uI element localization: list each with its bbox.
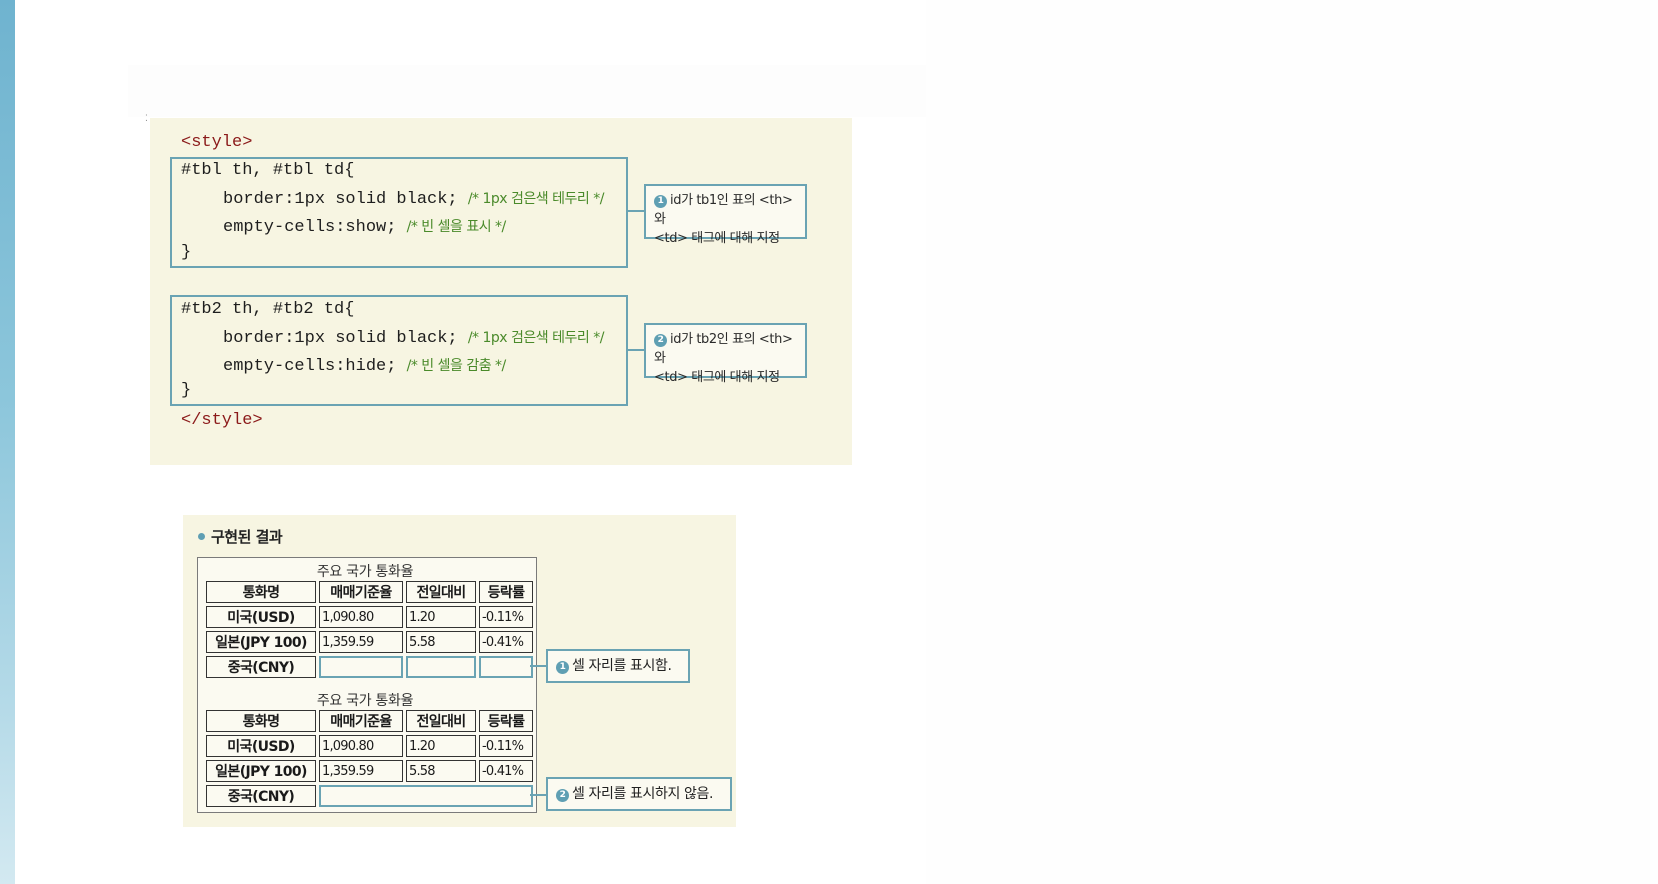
left-decorative-bar (0, 0, 15, 884)
header-cell: 통화명 (206, 710, 316, 732)
empty-cell-shown (406, 656, 476, 678)
right-blank-area (926, 0, 1658, 884)
block1-border-line: border:1px solid black; /* 1px 검은색 테두리 *… (223, 190, 605, 209)
callout-1-line1: id가 tb1인 표의 <th>와 (654, 193, 793, 227)
block2-close: } (181, 381, 192, 400)
style-close-tag: </style> (181, 411, 263, 430)
header-cell: 전일대비 (406, 710, 476, 732)
header-cell: 매매기준율 (319, 581, 403, 603)
number-badge-2: 2 (556, 789, 569, 802)
style-open-tag: <style> (181, 133, 253, 152)
rendered-result-box (197, 557, 537, 813)
table-row: 일본(JPY 100) 1,359.59 5.58 -0.41% (206, 760, 533, 782)
table-cell: -0.11% (479, 606, 533, 628)
block2-empty-comment: /* 빈 셀을 감춤 */ (406, 358, 507, 374)
table-header-row: 통화명 매매기준율 전일대비 등락률 (206, 710, 533, 732)
table-cell: -0.41% (479, 631, 533, 653)
code-example-panel (150, 118, 852, 465)
table-cell: 5.58 (406, 760, 476, 782)
table1-caption: 주요 국가 통화율 (316, 564, 414, 580)
table-cell: 1,090.80 (319, 606, 403, 628)
block2-empty-line: empty-cells:hide; /* 빈 셀을 감춤 */ (223, 357, 507, 376)
header-cell: 등락률 (479, 581, 533, 603)
block2-border-line: border:1px solid black; /* 1px 검은색 테두리 *… (223, 329, 605, 348)
connector-2 (628, 349, 645, 351)
table-cell: 중국(CNY) (206, 785, 316, 807)
faint-header-box (128, 65, 926, 117)
code-block-tb2 (170, 295, 628, 406)
result-connector-1 (530, 665, 546, 667)
callout-2-line2: <td> 태그에 대해 지정 (654, 370, 780, 385)
code-block-tb1 (170, 157, 628, 268)
table-cell: 1.20 (406, 735, 476, 757)
block1-close: } (181, 243, 192, 262)
empty-cell-shown (319, 656, 403, 678)
hidden-empty-cells-area (319, 785, 533, 807)
table-row: 중국(CNY) (206, 785, 533, 807)
corner-mark: ⁚ (145, 114, 148, 124)
header-cell: 통화명 (206, 581, 316, 603)
currency-table-2: 통화명 매매기준율 전일대비 등락률 미국(USD) 1,090.80 1.20… (203, 707, 536, 810)
table-cell: 일본(JPY 100) (206, 631, 316, 653)
table-cell: 1,090.80 (319, 735, 403, 757)
number-badge-2: 2 (654, 334, 667, 347)
table-row: 일본(JPY 100) 1,359.59 5.58 -0.41% (206, 631, 533, 653)
block1-selector: #tbl th, #tbl td{ (181, 161, 355, 180)
table-cell: 미국(USD) (206, 735, 316, 757)
table-row: 미국(USD) 1,090.80 1.20 -0.11% (206, 735, 533, 757)
table-cell: 1,359.59 (319, 631, 403, 653)
currency-table-1: 통화명 매매기준율 전일대비 등락률 미국(USD) 1,090.80 1.20… (203, 578, 536, 681)
block2-selector: #tb2 th, #tb2 td{ (181, 300, 355, 319)
block1-border-comment: /* 1px 검은색 테두리 */ (467, 191, 605, 207)
header-cell: 매매기준율 (319, 710, 403, 732)
result-callout-1-text: 셀 자리를 표시함. (572, 658, 672, 674)
empty-cell-shown (479, 656, 533, 678)
table2-caption: 주요 국가 통화율 (316, 693, 414, 709)
bullet-dot (198, 533, 205, 540)
table-header-row: 통화명 매매기준율 전일대비 등락률 (206, 581, 533, 603)
result-callout-2-text: 셀 자리를 표시하지 않음. (572, 786, 714, 802)
header-cell: 전일대비 (406, 581, 476, 603)
table-cell: 1,359.59 (319, 760, 403, 782)
number-badge-1: 1 (654, 195, 667, 208)
result-connector-2 (530, 794, 546, 796)
table-row: 미국(USD) 1,090.80 1.20 -0.11% (206, 606, 533, 628)
table-cell: 중국(CNY) (206, 656, 316, 678)
number-badge-1: 1 (556, 661, 569, 674)
table-cell: -0.11% (479, 735, 533, 757)
table-cell: -0.41% (479, 760, 533, 782)
callout-1-line2: <td> 태그에 대해 지정 (654, 231, 780, 246)
table-cell: 5.58 (406, 631, 476, 653)
table-cell: 일본(JPY 100) (206, 760, 316, 782)
table-cell: 1.20 (406, 606, 476, 628)
block1-empty-comment: /* 빈 셀을 표시 */ (406, 219, 507, 235)
table-cell: 미국(USD) (206, 606, 316, 628)
connector-1 (628, 210, 645, 212)
header-cell: 등락률 (479, 710, 533, 732)
table-row: 중국(CNY) (206, 656, 533, 678)
callout-2-line1: id가 tb2인 표의 <th>와 (654, 332, 793, 366)
block2-border-comment: /* 1px 검은색 테두리 */ (467, 330, 605, 346)
block1-empty-line: empty-cells:show; /* 빈 셀을 표시 */ (223, 218, 507, 237)
result-heading: 구현된 결과 (198, 526, 283, 547)
